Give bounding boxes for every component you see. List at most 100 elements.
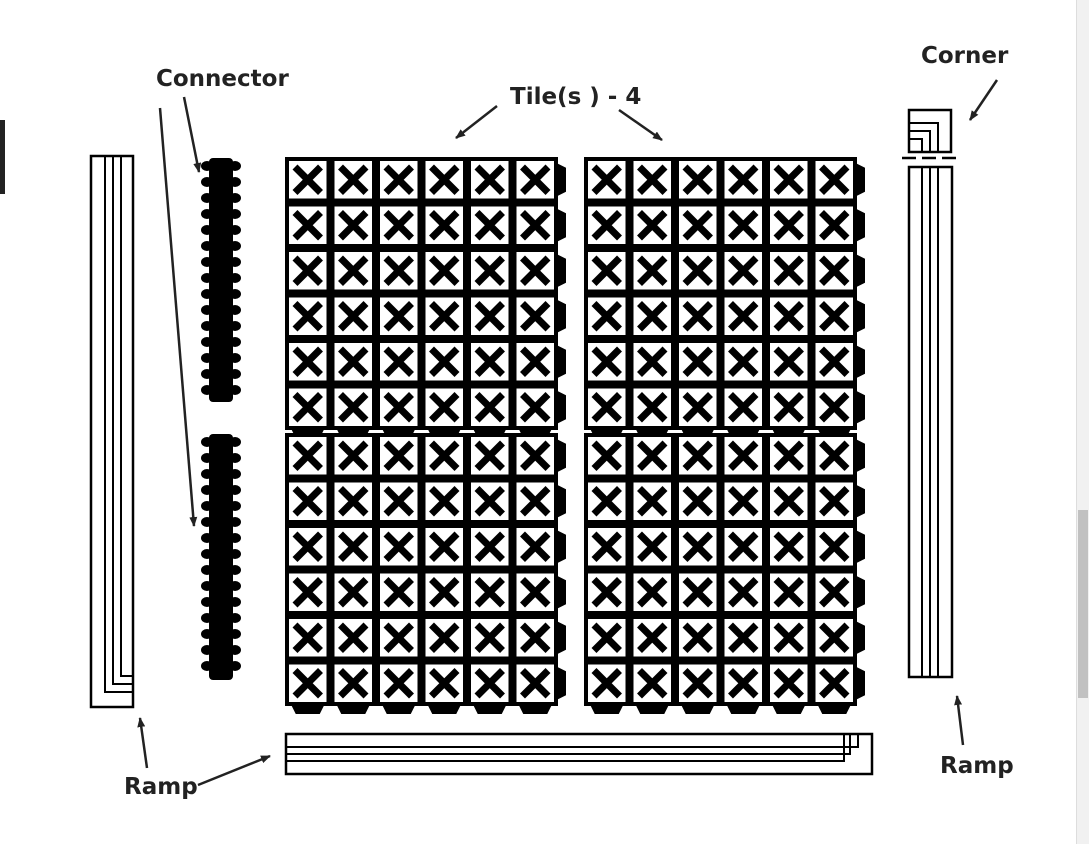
tile-cell <box>334 482 372 520</box>
connector-bump <box>201 437 213 447</box>
scrollbar-thumb[interactable] <box>1078 510 1088 698</box>
tile-tooth <box>818 706 851 714</box>
tile-cell <box>289 388 327 426</box>
tile-cell <box>289 343 327 381</box>
tile-cell <box>815 343 853 381</box>
connector-bump <box>229 501 241 511</box>
connector-bump <box>201 613 213 623</box>
connector-bump <box>201 469 213 479</box>
tile-cell <box>334 619 372 657</box>
tile-cell <box>334 437 372 475</box>
tile-tooth <box>857 530 865 563</box>
tile-cell <box>334 206 372 244</box>
tile-tooth <box>727 706 760 714</box>
ramp-left-label: Ramp <box>124 774 198 800</box>
tile-cell <box>724 161 762 199</box>
ramp-left-arrow <box>137 717 149 769</box>
connector-bump <box>201 273 213 283</box>
tile-cell <box>588 161 626 199</box>
tile-cell <box>724 664 762 702</box>
tile-cell <box>724 252 762 290</box>
connector-bump <box>201 209 213 219</box>
tile-cell <box>679 343 717 381</box>
tile-tooth <box>857 667 865 700</box>
tile-cell <box>633 528 671 566</box>
tile-cell <box>425 664 463 702</box>
tile-cell <box>380 664 418 702</box>
tile-cell <box>516 252 554 290</box>
tile-cell <box>770 528 808 566</box>
tile-tooth <box>558 300 566 333</box>
tile-cell <box>425 619 463 657</box>
tile-tooth <box>291 706 324 714</box>
tile-cell <box>815 482 853 520</box>
tile-cell <box>516 161 554 199</box>
connector-bump <box>201 565 213 575</box>
tile-tooth <box>857 576 865 609</box>
tile-tooth <box>857 163 865 196</box>
connector-bump <box>229 177 241 187</box>
connector-bump <box>201 337 213 347</box>
tile-tooth <box>558 667 566 700</box>
tile-cell <box>588 528 626 566</box>
scrollbar-track[interactable] <box>1076 0 1089 844</box>
tile-cell <box>770 573 808 611</box>
connector-bump <box>201 321 213 331</box>
tile-cell <box>334 573 372 611</box>
tile-cell <box>380 297 418 335</box>
tile-cell <box>380 252 418 290</box>
tile-cell <box>425 528 463 566</box>
tile-cell <box>471 343 509 381</box>
tile-cell <box>471 206 509 244</box>
tile-cell <box>289 161 327 199</box>
tile-tooth <box>857 391 865 424</box>
tile-cell <box>724 528 762 566</box>
ramp-right-label: Ramp <box>940 753 1014 779</box>
tile-cell <box>516 573 554 611</box>
connector-bump <box>201 645 213 655</box>
tile-tooth <box>558 439 566 472</box>
connector-bump <box>201 305 213 315</box>
tile-cell <box>334 664 372 702</box>
tile-cell <box>633 619 671 657</box>
tile-cell <box>471 619 509 657</box>
tile-cell <box>724 297 762 335</box>
tile-tooth <box>558 485 566 518</box>
tiles-arrow-left <box>455 105 498 139</box>
tiles-arrow-right <box>618 108 663 142</box>
connector-bump <box>229 517 241 527</box>
tile-cell <box>471 664 509 702</box>
tile-cell <box>770 252 808 290</box>
tile-cell <box>679 161 717 199</box>
tile-tooth <box>857 439 865 472</box>
tile-cell <box>724 573 762 611</box>
tile-cell <box>679 252 717 290</box>
connector-bump <box>201 661 213 671</box>
tile-tooth <box>857 254 865 287</box>
ramp-left <box>89 154 135 709</box>
tile-cell <box>633 437 671 475</box>
tile-cell <box>588 619 626 657</box>
connector-bump <box>229 613 241 623</box>
tile-tooth <box>519 706 552 714</box>
tile-cell <box>815 528 853 566</box>
connector-bump <box>229 385 241 395</box>
tile-cell <box>334 343 372 381</box>
tile-tooth <box>857 485 865 518</box>
tile-cell <box>588 482 626 520</box>
connector-bump <box>229 353 241 363</box>
connector-bump <box>229 597 241 607</box>
tile-tooth <box>558 530 566 563</box>
connector-arrow-top <box>182 96 202 173</box>
ramp-bottom <box>284 732 874 776</box>
tile-cell <box>724 619 762 657</box>
connector-bump <box>229 581 241 591</box>
tile-tooth <box>558 345 566 378</box>
connector-bump <box>201 353 213 363</box>
tile-tooth <box>558 209 566 242</box>
tile-cell <box>633 297 671 335</box>
tile-cell <box>380 573 418 611</box>
connector-bump <box>229 225 241 235</box>
tile-cell <box>770 388 808 426</box>
connector-bump <box>229 289 241 299</box>
